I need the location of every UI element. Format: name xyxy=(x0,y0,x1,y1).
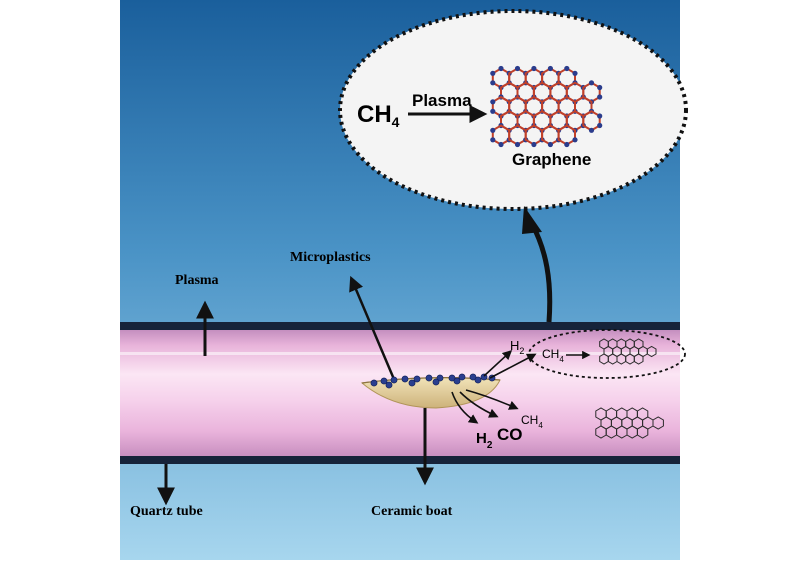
carbon-atom xyxy=(531,65,537,72)
microplastic-particle xyxy=(453,377,461,385)
microplastic-particle xyxy=(469,373,477,381)
microplastic-particles xyxy=(370,373,496,389)
carbon-atom xyxy=(490,70,496,76)
ch4-upper-arrow xyxy=(489,353,537,379)
microplastic-particle xyxy=(432,378,440,386)
carbon-atom xyxy=(547,141,554,148)
carbon-atom xyxy=(564,141,570,148)
curved-up-arrowhead xyxy=(522,206,542,234)
co-arrow xyxy=(459,391,499,418)
callout-reactant: CH4 xyxy=(357,101,400,130)
plasma-label: Plasma xyxy=(175,273,219,288)
carbon-atom xyxy=(597,113,603,119)
carbon-atom xyxy=(514,65,521,72)
graphene-inset-icon xyxy=(599,338,657,365)
co-label: CO xyxy=(497,425,523,444)
microplastic-particle xyxy=(380,377,388,385)
graphene-lower-icon xyxy=(595,407,664,439)
ceramic-boat xyxy=(360,373,501,409)
graphene-ring xyxy=(636,425,649,439)
gas-release-arrows xyxy=(451,350,537,424)
carbon-atom xyxy=(597,94,603,100)
microplastic-particle xyxy=(474,376,482,384)
callout-arrow-label: Plasma xyxy=(412,91,472,110)
h2-lower-label: H2 xyxy=(476,430,493,451)
tube-highlight xyxy=(120,352,680,355)
microplastic-particle xyxy=(448,374,456,382)
carbon-atom xyxy=(490,80,496,86)
microplastic-particle xyxy=(413,375,421,383)
reaction-callout: CH4 Plasma Graphene xyxy=(338,9,688,211)
microplastics-arrow xyxy=(349,275,398,385)
ch4-lower-label: CH4 xyxy=(521,413,543,430)
carbon-atom xyxy=(572,70,578,76)
carbon-atom xyxy=(572,137,578,143)
microplastic-particle xyxy=(436,374,444,382)
carbon-atom xyxy=(547,65,554,72)
graphene-ring xyxy=(652,416,664,430)
carbon-atom xyxy=(490,99,496,105)
microplastic-particle xyxy=(370,379,378,387)
h2-upper-arrow xyxy=(483,350,513,377)
quartz-tube-label: Quartz tube xyxy=(130,504,203,519)
microplastic-particle xyxy=(458,373,466,381)
ch4-lower-arrow xyxy=(465,389,519,410)
ceramic-boat-label: Ceramic boat xyxy=(371,504,453,519)
microplastic-particle xyxy=(408,379,416,387)
graphene-ring xyxy=(633,353,644,365)
carbon-atom xyxy=(588,80,595,86)
microplastic-particle xyxy=(425,374,433,382)
carbon-atom xyxy=(490,108,496,114)
carbon-atom xyxy=(597,84,603,91)
graphene-lattice-icon xyxy=(490,65,603,148)
carbon-atom xyxy=(490,127,496,133)
tube-wall-bottom xyxy=(120,456,680,464)
inset-ellipse-outline xyxy=(528,329,686,379)
microplastic-particle xyxy=(390,376,398,384)
inset-ellipse: CH4 xyxy=(528,329,686,379)
ch4-inset-label: CH4 xyxy=(542,347,564,364)
tube-wall-top xyxy=(120,322,680,330)
carbon-atom xyxy=(588,127,595,133)
carbon-atom xyxy=(597,122,603,129)
callout-product-label: Graphene xyxy=(512,150,591,169)
carbon-atom xyxy=(514,141,521,148)
carbon-atom xyxy=(531,141,537,148)
h2-upper-label: H2 xyxy=(510,338,524,356)
microplastic-particle xyxy=(385,381,393,389)
graphene-ring xyxy=(646,345,657,358)
microplastics-label: Microplastics xyxy=(290,250,371,265)
h2-lower-arrow xyxy=(451,391,479,424)
carbon-atom xyxy=(490,137,496,143)
carbon-atom xyxy=(498,65,504,72)
microplastic-particle xyxy=(401,375,409,383)
callout-bubble xyxy=(338,9,688,211)
carbon-atom xyxy=(564,65,570,72)
carbon-atom xyxy=(498,141,504,148)
